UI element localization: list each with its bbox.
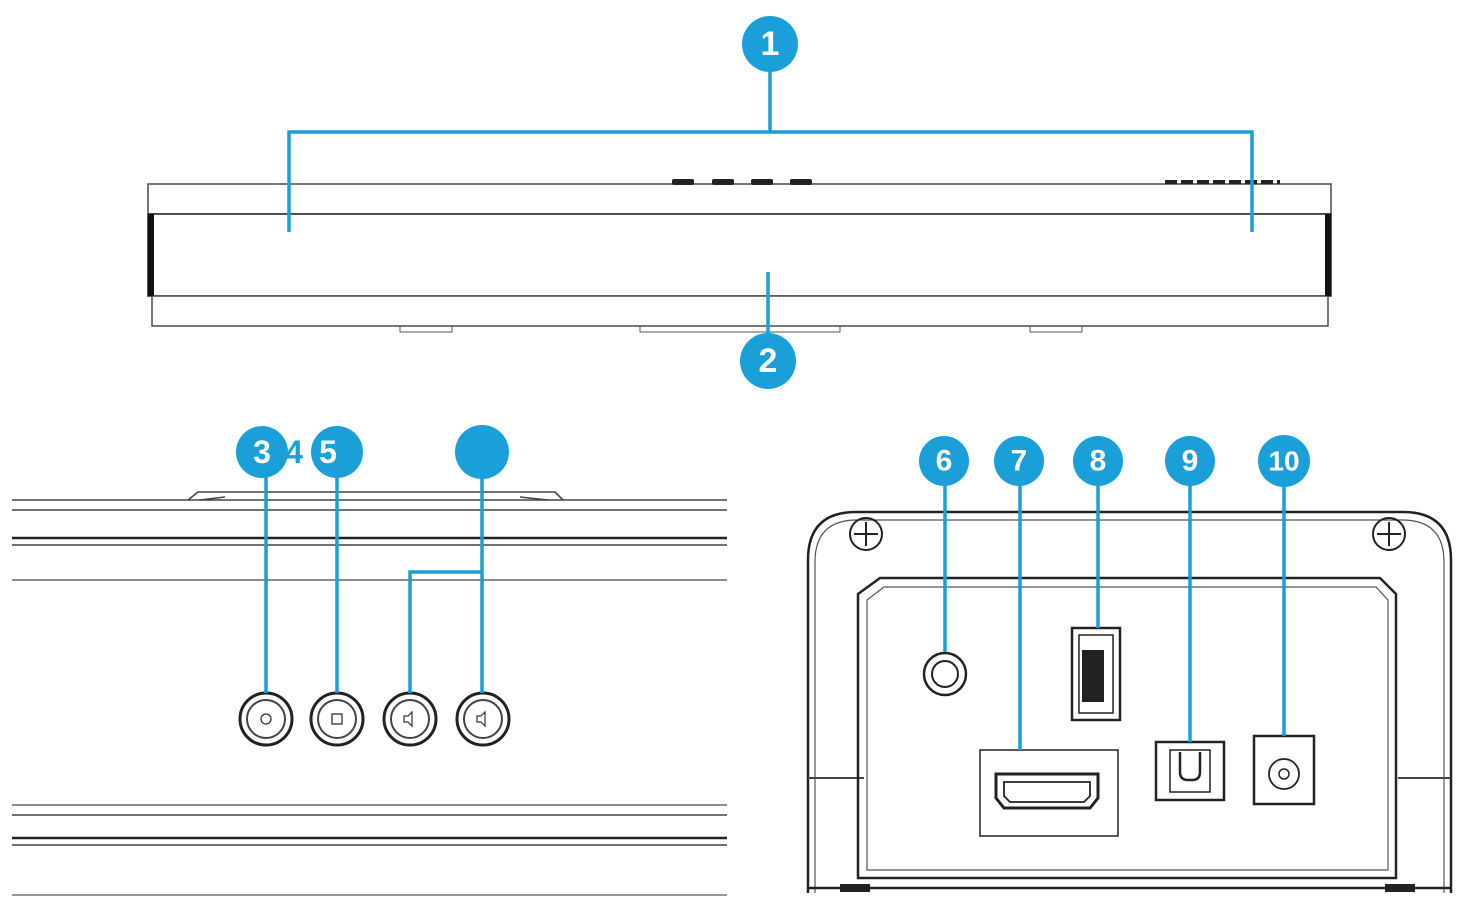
callout-4: 4	[285, 434, 303, 470]
callout-10: 10	[1258, 435, 1310, 487]
svg-text:9: 9	[1182, 445, 1199, 478]
svg-text:8: 8	[1090, 445, 1107, 478]
svg-text:6: 6	[936, 445, 953, 478]
aux-in-port-icon	[922, 651, 968, 697]
svg-text:1: 1	[761, 25, 780, 63]
volume-down-icon	[382, 691, 438, 747]
source-button-icon	[309, 691, 365, 747]
callout-3: 3	[236, 426, 288, 478]
svg-text:5: 5	[319, 434, 337, 470]
callout-9: 9	[1165, 436, 1215, 486]
volume-up-icon	[455, 691, 511, 747]
hdmi-port-icon	[979, 749, 1119, 837]
svg-text:4: 4	[285, 434, 303, 470]
dc-power-port-icon	[1252, 734, 1316, 806]
power-button-icon	[238, 691, 294, 747]
screw-icon	[1372, 517, 1406, 551]
leader-lines	[264, 60, 1286, 750]
callout-8: 8	[1073, 436, 1123, 486]
svg-text:2: 2	[759, 342, 778, 380]
screw-icon	[849, 517, 883, 551]
callout-5: 5	[311, 426, 363, 478]
callout-7: 7	[994, 436, 1044, 486]
svg-text:7: 7	[1011, 445, 1028, 478]
svg-text:10: 10	[1268, 446, 1299, 477]
svg-text:3: 3	[253, 434, 271, 470]
optical-port-icon	[1154, 740, 1226, 802]
callout-6: 6	[919, 436, 969, 486]
usb-port-icon	[1070, 626, 1122, 722]
top-buttons-view	[12, 491, 727, 896]
callout-blank	[455, 425, 509, 479]
callout-2: 2	[740, 333, 796, 389]
rear-panel-view	[806, 510, 1453, 893]
front-view	[147, 179, 1332, 333]
callout-1: 1	[742, 16, 798, 72]
